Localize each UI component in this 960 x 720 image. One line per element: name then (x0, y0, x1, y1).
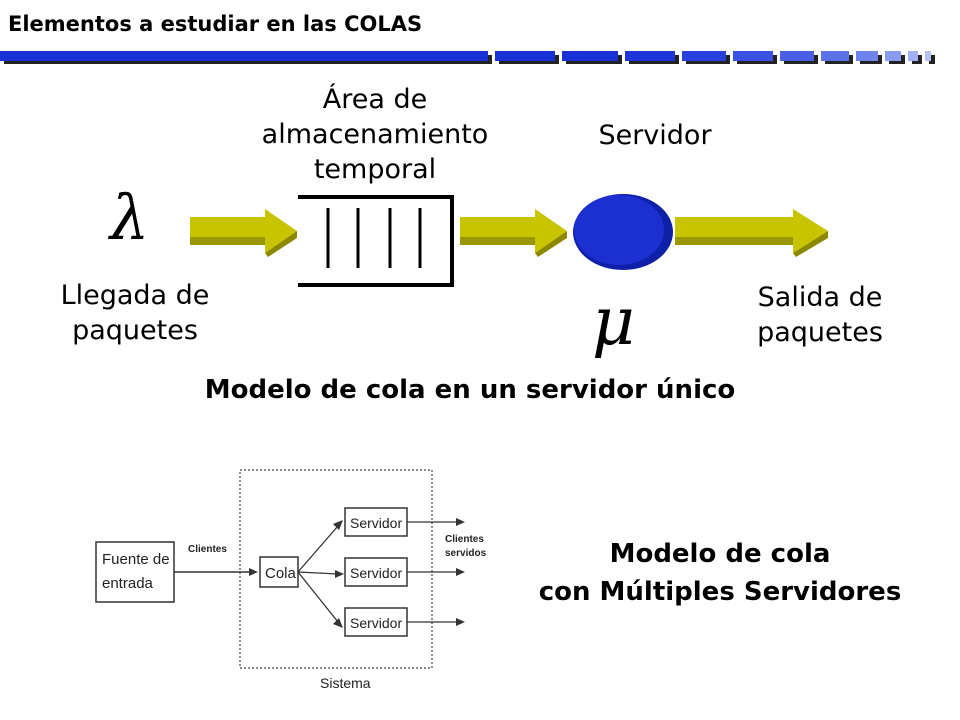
multi-server-diagram: Fuente de entrada Clientes Cola Servidor… (95, 469, 487, 691)
exit-arrow (675, 209, 828, 257)
server-label: Servidor (598, 120, 712, 151)
fanout-lines (297, 525, 339, 623)
arrival-label: Llegada de paquetes (60, 280, 210, 346)
service-rate-symbol: μ (592, 283, 635, 360)
source-label-line1: Fuente de (102, 551, 170, 568)
header-bar-segments (0, 51, 931, 61)
source-box (95, 541, 175, 603)
output-arrowheads (456, 518, 465, 626)
output-lines (407, 521, 458, 623)
server-ellipse (573, 194, 673, 270)
server-box-3 (344, 607, 408, 637)
queue-to-server-arrow (460, 209, 567, 257)
header-bar (0, 51, 935, 64)
arrival-arrow (190, 209, 297, 257)
slide-title: Elementos a estudiar en las COLAS (8, 12, 423, 36)
queue-slots (326, 208, 422, 268)
fanout-arrowheads (333, 520, 344, 628)
single-server-caption: Modelo de cola en un servidor único (204, 375, 736, 405)
server-label-2: Servidor (350, 565, 402, 581)
served-label-line2: servidos (445, 548, 487, 559)
source-label-line2: entrada (102, 575, 154, 592)
arrival-rate-symbol: λ (110, 181, 150, 254)
multi-server-caption-line2: con Múltiples Servidores (538, 577, 902, 607)
multi-server-caption-line1: Modelo de cola (609, 539, 831, 569)
exit-label: Salida de paquetes (757, 282, 883, 348)
queue-buffer (298, 195, 454, 287)
system-label: Sistema (320, 675, 371, 691)
served-label-line1: Clientes (445, 534, 484, 545)
server-box-1 (344, 507, 408, 537)
clients-label: Clientes (188, 544, 227, 555)
storage-area-label: Área de almacenamiento temporal (261, 84, 489, 185)
single-server-diagram (190, 194, 828, 287)
clients-arrowhead (249, 568, 258, 576)
server-label-1: Servidor (350, 515, 402, 531)
server-label-3: Servidor (350, 615, 402, 631)
system-boundary (239, 469, 433, 669)
queue-label: Cola (265, 565, 297, 582)
